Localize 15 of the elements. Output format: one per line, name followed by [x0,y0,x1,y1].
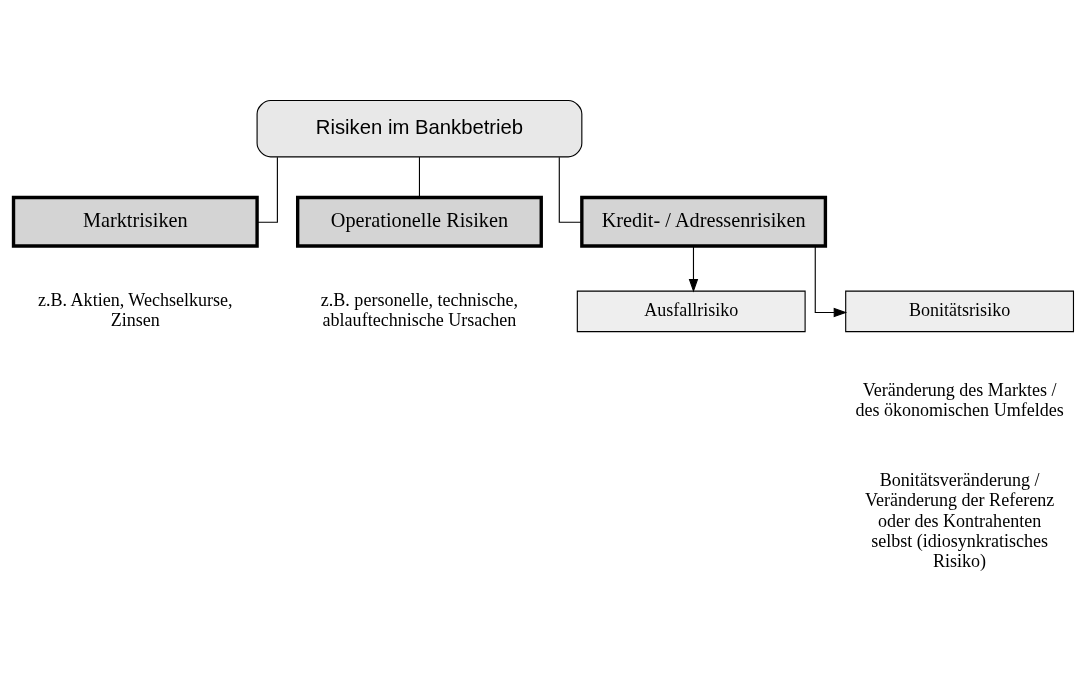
node-box: Bonitätsrisiko [845,290,1075,332]
node-box: Marktrisiken [11,195,259,248]
label: Veränderung des Marktes / des ökonomischen Umfeldes [855,379,1064,420]
arrow [814,245,848,317]
node-box: Ausfallrisiko [576,290,806,332]
connector [558,156,583,223]
node-box: Risiken im Bankbetrieb [256,99,583,157]
node-label: z.B. personelle, technische, ablauftechnische Ursachen [320,289,519,330]
node-box: Operationelle Risiken [296,195,543,248]
label: Bonitätsveränderung / Veränderung der Referenz oder des Kontrahenten selbst (idiosynkratisches Risiko) [864,469,1055,571]
node-box: Kredit- / Adressenrisiken [580,195,828,248]
connector [256,156,278,223]
connector [418,156,421,198]
arrow [688,245,699,293]
node-label: z.B. Aktien, Wechselkurse, Zinsen [38,289,233,330]
